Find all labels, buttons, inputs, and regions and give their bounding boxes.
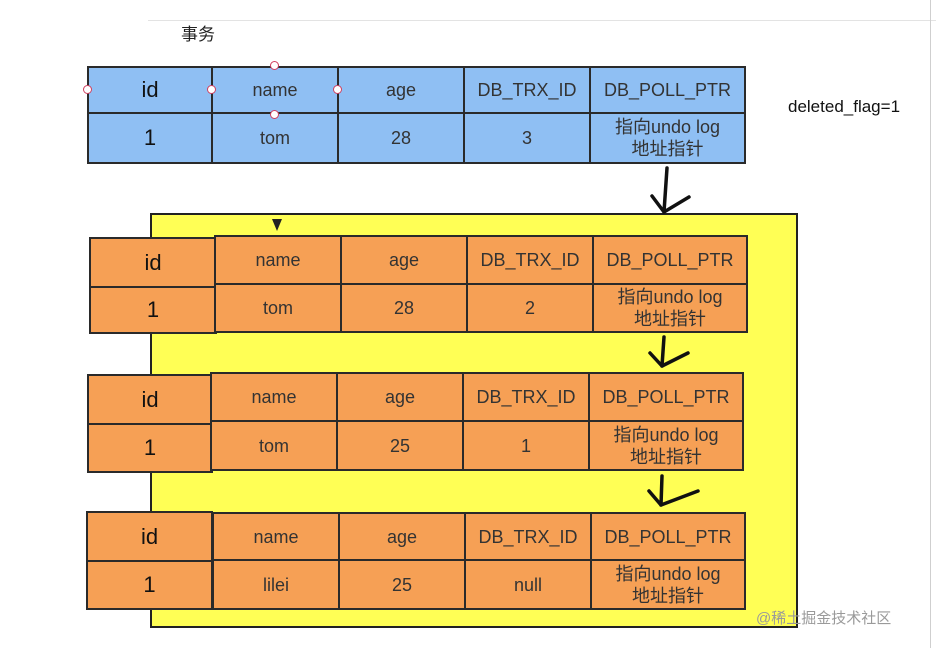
value-db-poll-ptr: 指向undo log 地址指针 — [589, 112, 746, 164]
window-top-bar — [148, 0, 936, 21]
value-name: tom — [210, 420, 338, 471]
header-name: name — [214, 235, 342, 285]
arrow-current-to-undo1 — [650, 166, 691, 214]
value-id: 1 — [87, 112, 213, 164]
selection-handle-bottom[interactable] — [270, 110, 279, 119]
window-right-edge — [930, 0, 931, 648]
value-age: 28 — [340, 283, 468, 333]
arrow-undo1-to-undo2 — [648, 335, 690, 368]
value-db-trx-id: 3 — [463, 112, 591, 164]
header-id: id — [86, 511, 213, 562]
selection-handle-right[interactable] — [333, 85, 342, 94]
selection-handle-top[interactable] — [270, 61, 279, 70]
header-name: name — [210, 372, 338, 422]
value-db-poll-ptr: 指向undo log 地址指针 — [592, 283, 748, 333]
value-age: 28 — [337, 112, 465, 164]
header-age: age — [338, 512, 466, 561]
value-id: 1 — [89, 286, 217, 334]
selection-handle-left[interactable] — [207, 85, 216, 94]
header-db-poll-ptr: DB_POLL_PTR — [590, 512, 746, 561]
diagram-title: 事务 — [181, 25, 215, 44]
watermark: @稀土掘金技术社区 — [756, 610, 892, 627]
deleted-flag-note: deleted_flag=1 — [788, 97, 901, 116]
value-name: lilei — [212, 559, 340, 610]
value-db-poll-ptr: 指向undo log 地址指针 — [588, 420, 744, 471]
arrow-undo2-to-undo3 — [647, 474, 700, 507]
value-name: tom — [214, 283, 342, 333]
value-db-trx-id: 1 — [462, 420, 590, 471]
header-db-poll-ptr: DB_POLL_PTR — [589, 66, 746, 114]
header-db-trx-id: DB_TRX_ID — [462, 372, 590, 422]
value-id: 1 — [87, 423, 213, 473]
value-age: 25 — [336, 420, 464, 471]
value-id: 1 — [86, 560, 213, 610]
header-db-poll-ptr: DB_POLL_PTR — [588, 372, 744, 422]
arrow-head-small — [272, 219, 282, 231]
header-db-trx-id: DB_TRX_ID — [466, 235, 594, 285]
selection-handle-id-left[interactable] — [83, 85, 92, 94]
value-db-trx-id: 2 — [466, 283, 594, 333]
value-db-poll-ptr: 指向undo log 地址指针 — [590, 559, 746, 610]
